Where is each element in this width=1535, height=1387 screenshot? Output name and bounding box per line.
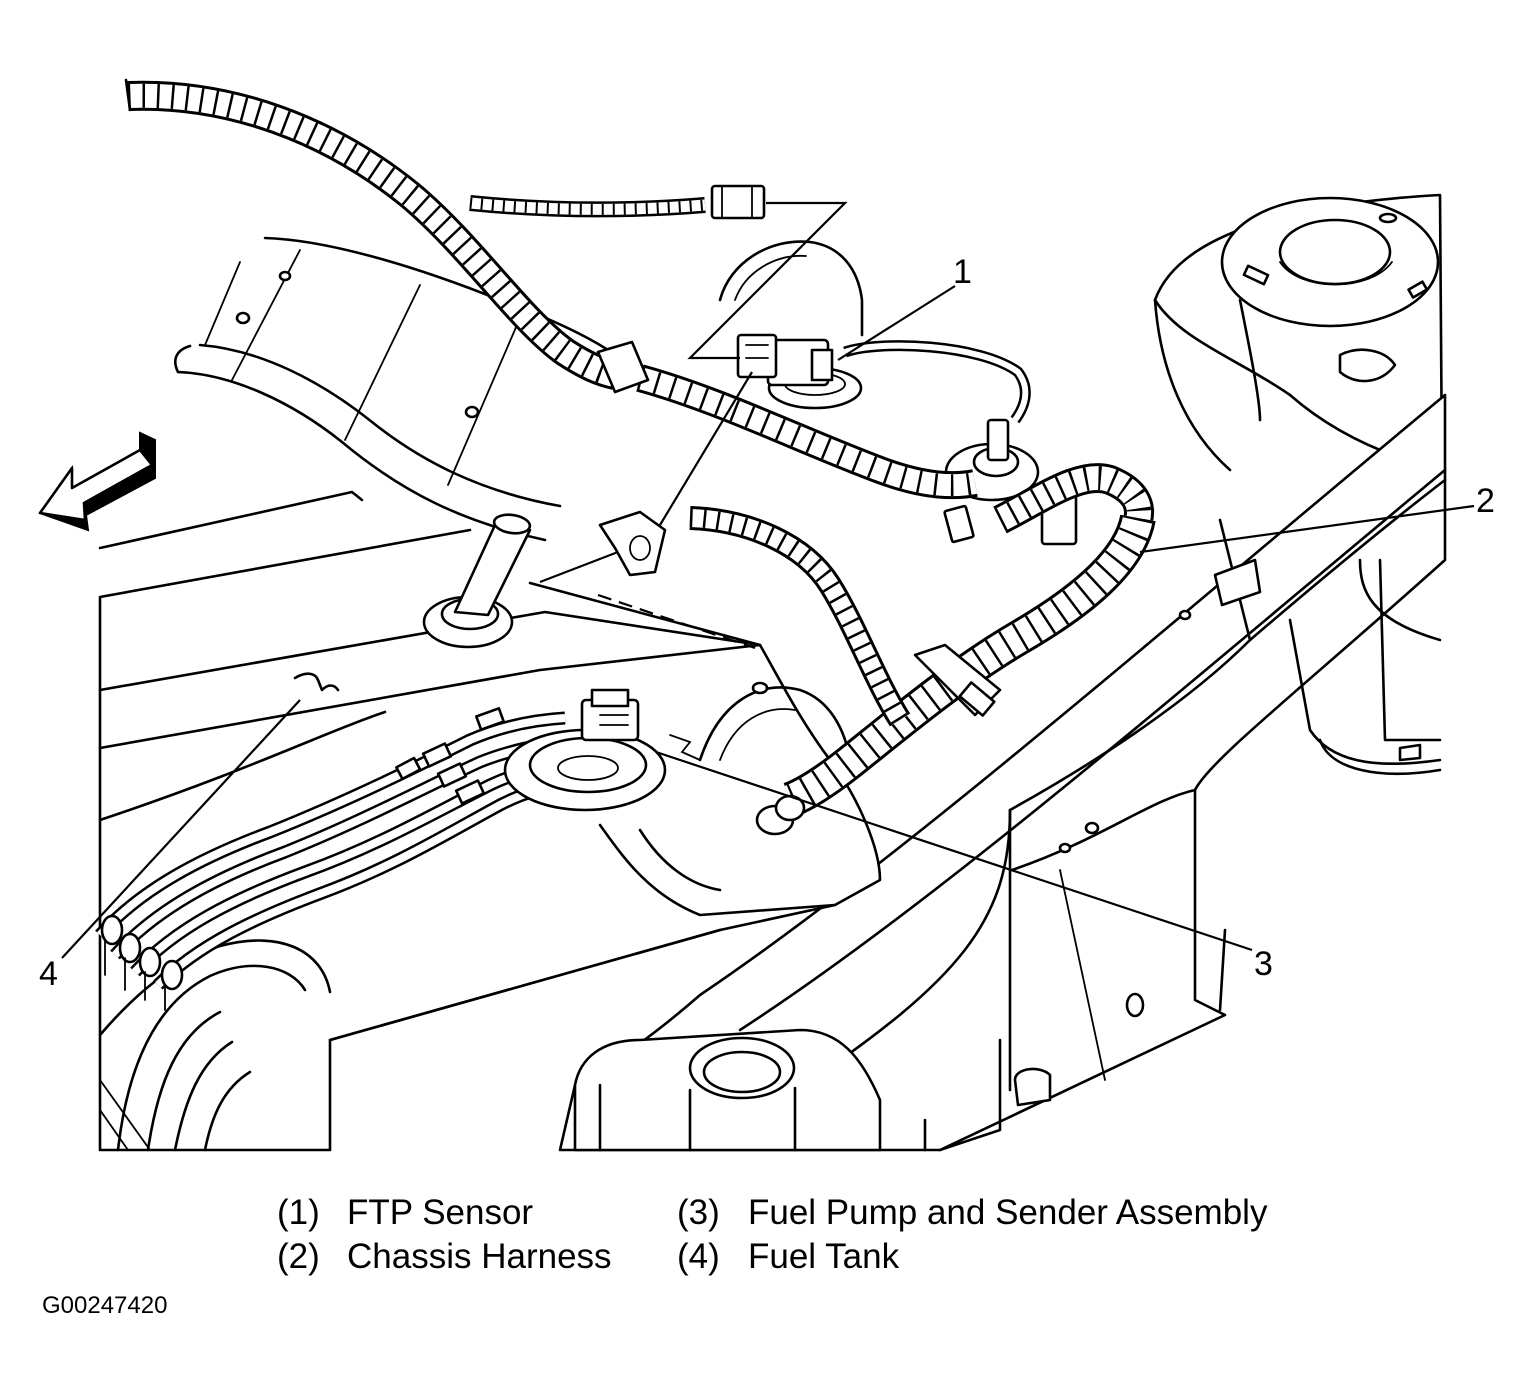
harness-connector-top (710, 184, 766, 220)
legend-label-1: FTP Sensor (347, 1193, 533, 1232)
legend-label-4: Fuel Tank (748, 1237, 900, 1276)
vapor-valve-drawing (843, 340, 1078, 546)
leader-line-4 (61, 699, 301, 959)
connectors-drawing (596, 184, 766, 577)
body-floor-drawing (98, 236, 864, 599)
callout-2: 2 (1476, 482, 1495, 520)
ftp-sensor-drawing (736, 333, 863, 410)
legend: (1) FTP Sensor (2) Chassis Harness (3) F… (277, 1193, 1268, 1276)
legend-label-2: Chassis Harness (347, 1237, 612, 1276)
mount-pedestal-drawing (573, 1028, 882, 1152)
exploded-view-lines (539, 201, 848, 650)
figure-id: G00247420 (42, 1292, 167, 1319)
legend-label-3: Fuel Pump and Sender Assembly (748, 1193, 1268, 1232)
leader-line-1 (837, 285, 956, 361)
fuel-tank-drawing (98, 581, 882, 1152)
leader-lines (61, 285, 1475, 959)
legend-number-4: (4) (677, 1237, 720, 1276)
legend-number-1: (1) (277, 1193, 320, 1232)
legend-number-2: (2) (277, 1237, 320, 1276)
chassis-harness-drawing (124, 78, 1156, 836)
spare-tire-well-drawing (1153, 193, 1444, 472)
callout-4: 4 (39, 955, 58, 993)
leader-line-2 (1139, 504, 1475, 554)
callout-1: 1 (953, 253, 972, 291)
filler-neck-drawing (422, 513, 532, 649)
leader-line-3 (655, 750, 1253, 952)
fuel-pump-sender-drawing (503, 688, 701, 812)
front-direction-arrow-icon (38, 431, 156, 532)
callout-3: 3 (1254, 945, 1273, 983)
legend-number-3: (3) (677, 1193, 720, 1232)
harness-clip-upper (596, 340, 650, 394)
harness-clip-middle (598, 510, 667, 577)
